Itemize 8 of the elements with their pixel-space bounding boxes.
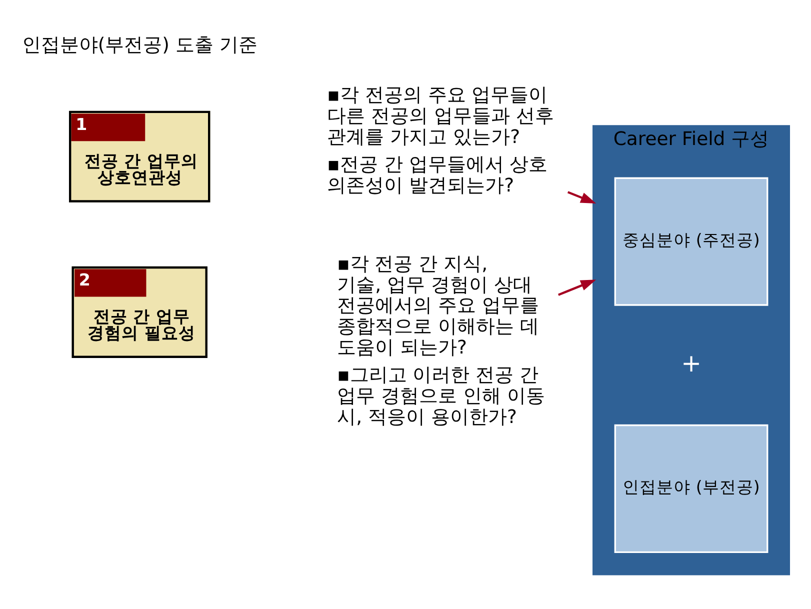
- label: +: [681, 348, 702, 377]
- node-box: 중심분야 (주전공): [614, 176, 768, 306]
- arrow: [567, 190, 596, 204]
- label: 인접분야(부전공) 도출 기준: [22, 34, 258, 56]
- arrow: [558, 279, 596, 296]
- node-text: ▪각 전공의 주요 업무들이 다른 전공의 업무들과 선후 관계를 가지고 있는가? ▪전공 간 업무들에서 상호 의존성이 발견되는가?: [327, 84, 554, 196]
- node-text: ▪각 전공 간 지식, 기술, 업무 경험이 상대 전공에서의 주요 업무를 종합적으로 이해하는 데 도움이 되는가? ▪그리고 이러한 전공 간 업무 경험으로 인해 이동 시, 적응이 용이한가?: [337, 253, 545, 428]
- node-box: 인접분야 (부전공): [614, 424, 768, 552]
